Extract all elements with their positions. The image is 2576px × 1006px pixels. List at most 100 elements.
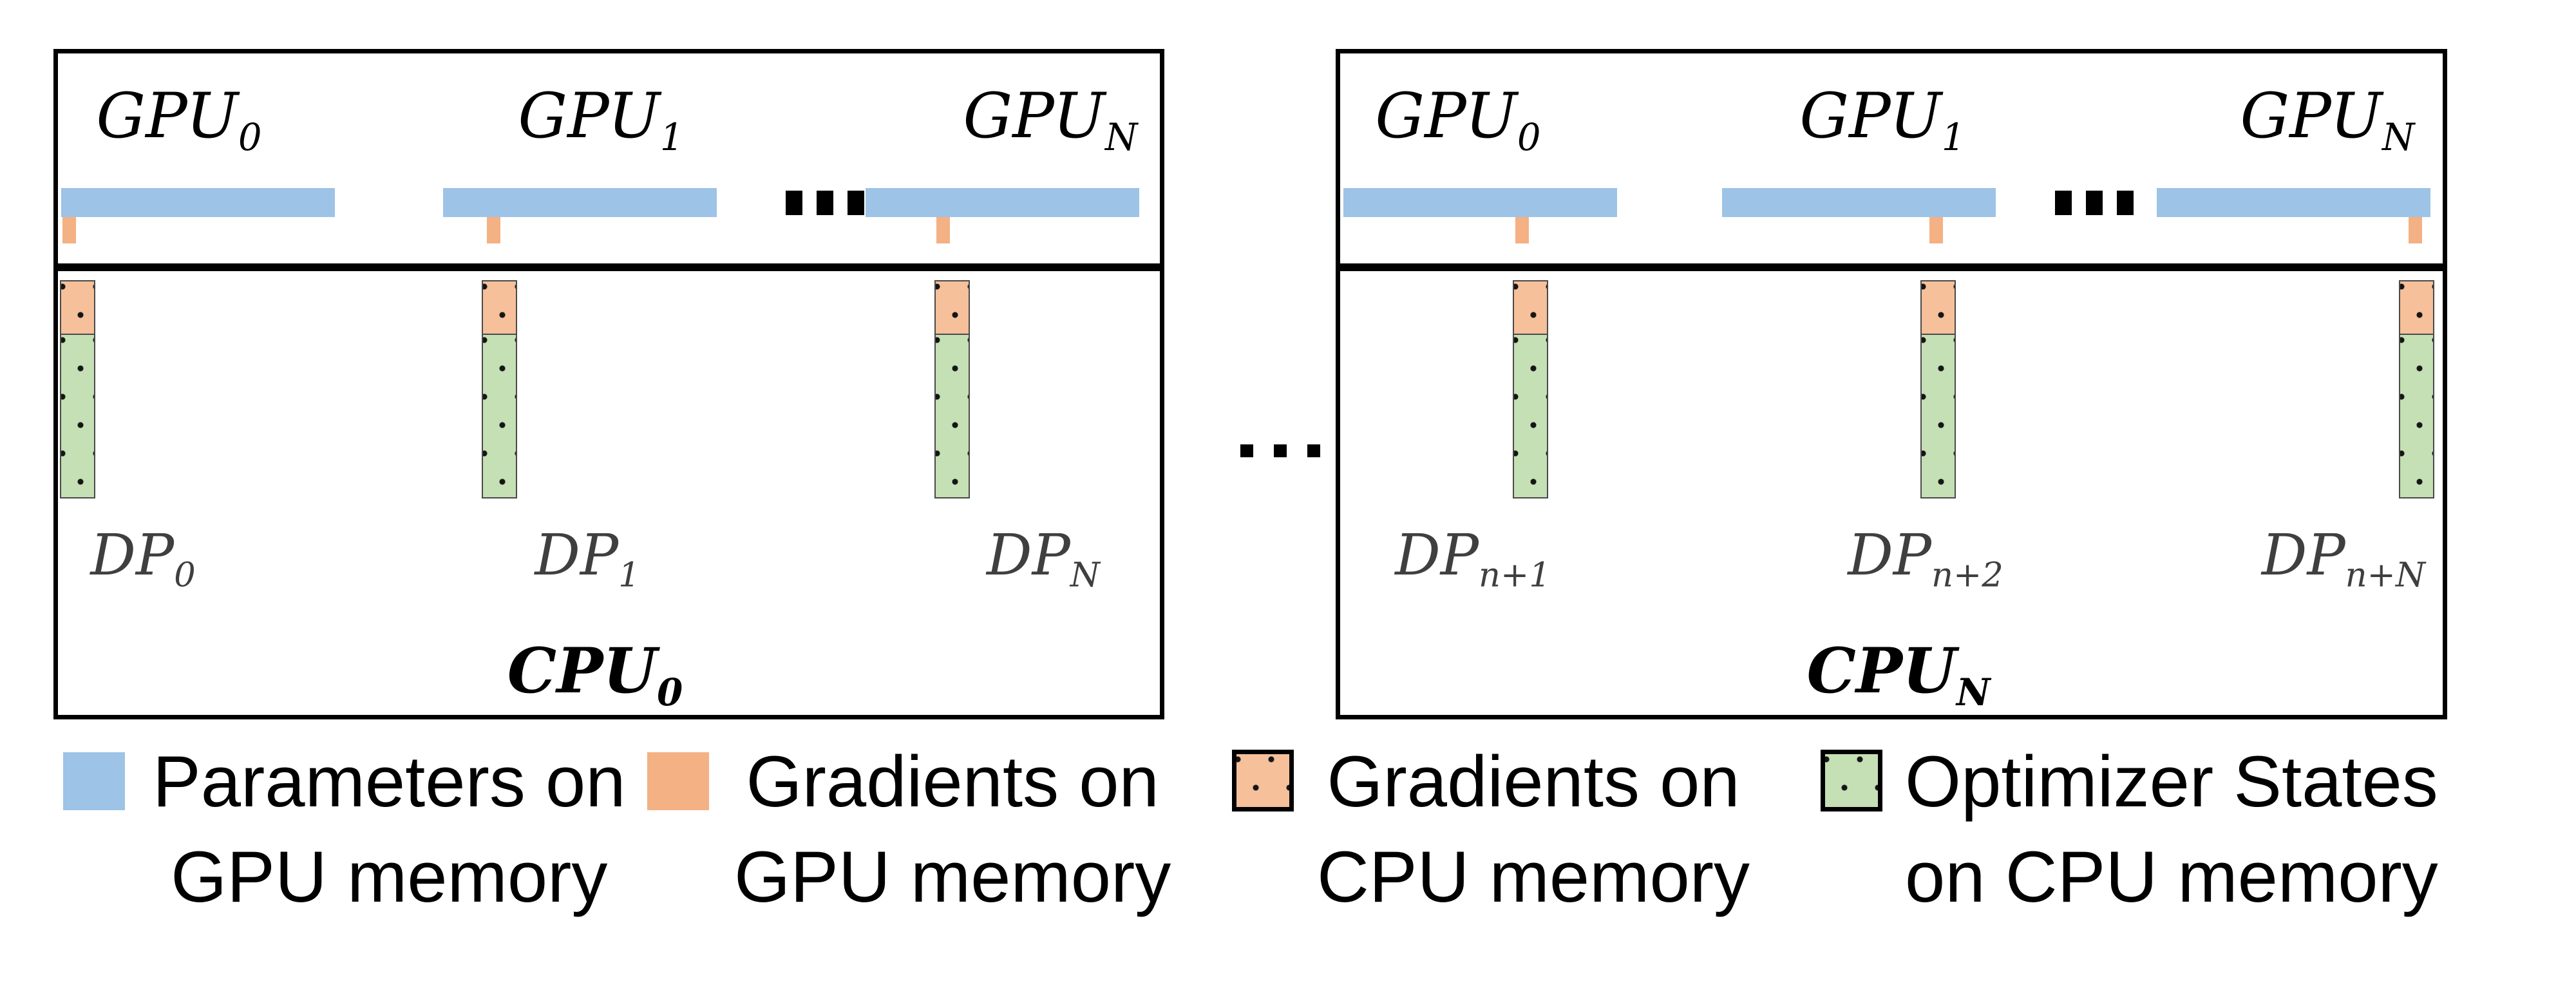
legend-swatch-optimizer-cpu [1821, 750, 1882, 811]
cpu-memory-bar [934, 280, 970, 498]
dp-label-subscript: n+N [2345, 555, 2426, 595]
dp-label-subscript: N [1070, 555, 1100, 595]
cpu-label: CPU0 [507, 634, 683, 711]
gpu-label-text: GPU [1799, 80, 1942, 152]
ellipsis-dot [2117, 191, 2134, 215]
optimizer-states-segment [1922, 335, 1955, 497]
cpu-label: CPUN [1806, 634, 1991, 711]
cpu-memory-bar [2399, 280, 2434, 498]
gpu-label: GPU1 [518, 80, 683, 156]
cpu-memory-bar [1513, 280, 1548, 498]
parameters-bar [2157, 188, 2430, 243]
ellipsis-dot [1274, 444, 1287, 457]
cpu-memory-bar [1920, 280, 1956, 498]
ellipsis-dot [817, 191, 833, 215]
ellipsis-dot [848, 191, 864, 215]
gradients-cpu-segment [61, 281, 94, 335]
parameters-bar [1343, 188, 1617, 243]
cpu-label-subscript: 0 [657, 670, 683, 715]
ellipsis-dot [2086, 191, 2103, 215]
ellipsis-dot [1240, 444, 1253, 457]
gpu-label-subscript: N [1105, 116, 1138, 160]
optimizer-states-segment [61, 335, 94, 497]
ellipsis-dot [1307, 444, 1320, 457]
gradients-tick [936, 217, 950, 243]
gradients-cpu-segment [1922, 281, 1955, 335]
legend-label: Gradients on CPU memory [1317, 734, 1750, 925]
cpu-memory-bar [60, 280, 95, 498]
optimizer-states-segment [2400, 335, 2433, 497]
dp-label-text: DP [90, 522, 175, 588]
gpu-label: GPUN [2240, 80, 2415, 156]
legend-swatch-parameters-gpu [63, 752, 125, 810]
gradients-cpu-segment [1514, 281, 1547, 335]
ellipsis-dot [786, 191, 802, 215]
legend-label-line2: CPU memory [1317, 836, 1750, 917]
dp-label-subscript: n+2 [1931, 555, 2003, 595]
dp-label-text: DP [1848, 522, 1931, 588]
cpu-node-box-n: GPU0 GPU1 GPUN [1336, 49, 2447, 719]
gpu-label-text: GPU [1375, 80, 1517, 152]
dp-label-text: DP [2261, 522, 2345, 588]
gpu-label-subscript: 1 [1941, 116, 1965, 160]
legend-label-line1: Gradients on [746, 741, 1159, 822]
gpu-label-text: GPU [2240, 80, 2383, 152]
gpu-label-text: GPU [518, 80, 660, 152]
gradients-tick [1929, 217, 1943, 243]
legend-label-line1: Optimizer States [1905, 741, 2438, 822]
dp-label-text: DP [535, 522, 619, 588]
gpu-label-text: GPU [963, 80, 1106, 152]
optimizer-states-segment [483, 335, 516, 497]
gpu-label: GPUN [963, 80, 1138, 156]
parameters-bar [866, 188, 1139, 243]
legend-label: Gradients on GPU memory [734, 734, 1171, 925]
cpu-label-text: CPU [1806, 634, 1956, 707]
gpu-cpu-divider [58, 263, 1160, 271]
cpu-label-subscript: N [1956, 670, 1991, 715]
gradients-cpu-segment [2400, 281, 2433, 335]
cpu-memory-bar [482, 280, 517, 498]
legend-label: Parameters on GPU memory [153, 734, 626, 925]
optimizer-states-segment [1514, 335, 1547, 497]
ellipsis-dot [2055, 191, 2072, 215]
gpu-label-subscript: 0 [238, 116, 262, 160]
gradients-tick [2409, 217, 2422, 243]
legend-label-line2: on CPU memory [1905, 836, 2438, 917]
cpu-node-0-inner: GPU0 GPU1 GPUN [58, 53, 1160, 715]
dp-label: DPN [987, 522, 1100, 592]
dp-label-subscript: 0 [174, 555, 196, 595]
gpu-label: GPU0 [96, 80, 261, 156]
dp-label: DPn+1 [1395, 522, 1551, 592]
legend-label-line2: GPU memory [171, 836, 608, 917]
gpu-label-text: GPU [96, 80, 238, 152]
legend-swatch-gradients-cpu [1232, 750, 1294, 811]
gradients-cpu-segment [483, 281, 516, 335]
gpu-label-subscript: N [2382, 116, 2415, 160]
dp-label-subscript: n+1 [1478, 555, 1551, 595]
parameters-bar [61, 188, 335, 243]
gradients-tick [487, 217, 500, 243]
legend-label-line1: Gradients on [1327, 741, 1740, 822]
cpu-label-text: CPU [507, 634, 658, 707]
gradients-tick [62, 217, 76, 243]
dp-label: DP1 [535, 522, 639, 592]
legend-swatch-gradients-gpu [647, 752, 709, 810]
parameters-bar [443, 188, 717, 243]
gradients-cpu-segment [936, 281, 969, 335]
dp-label: DPn+N [2261, 522, 2425, 592]
gradients-tick [1515, 217, 1529, 243]
legend-label-line2: GPU memory [734, 836, 1171, 917]
cpu-node-box-0: GPU0 GPU1 GPUN [53, 49, 1164, 719]
gpu-label-subscript: 0 [1517, 116, 1541, 160]
legend-label-line1: Parameters on [153, 741, 626, 822]
gpu-cpu-divider [1340, 263, 2443, 271]
dp-label-text: DP [1395, 522, 1479, 588]
cpu-node-n-inner: GPU0 GPU1 GPUN [1340, 53, 2443, 715]
gpu-label: GPU1 [1799, 80, 1965, 156]
parameters-bar [1722, 188, 1996, 243]
dp-label: DPn+2 [1848, 522, 2003, 592]
dp-label: DP0 [90, 522, 195, 592]
optimizer-states-segment [936, 335, 969, 497]
gpu-label: GPU0 [1375, 80, 1540, 156]
